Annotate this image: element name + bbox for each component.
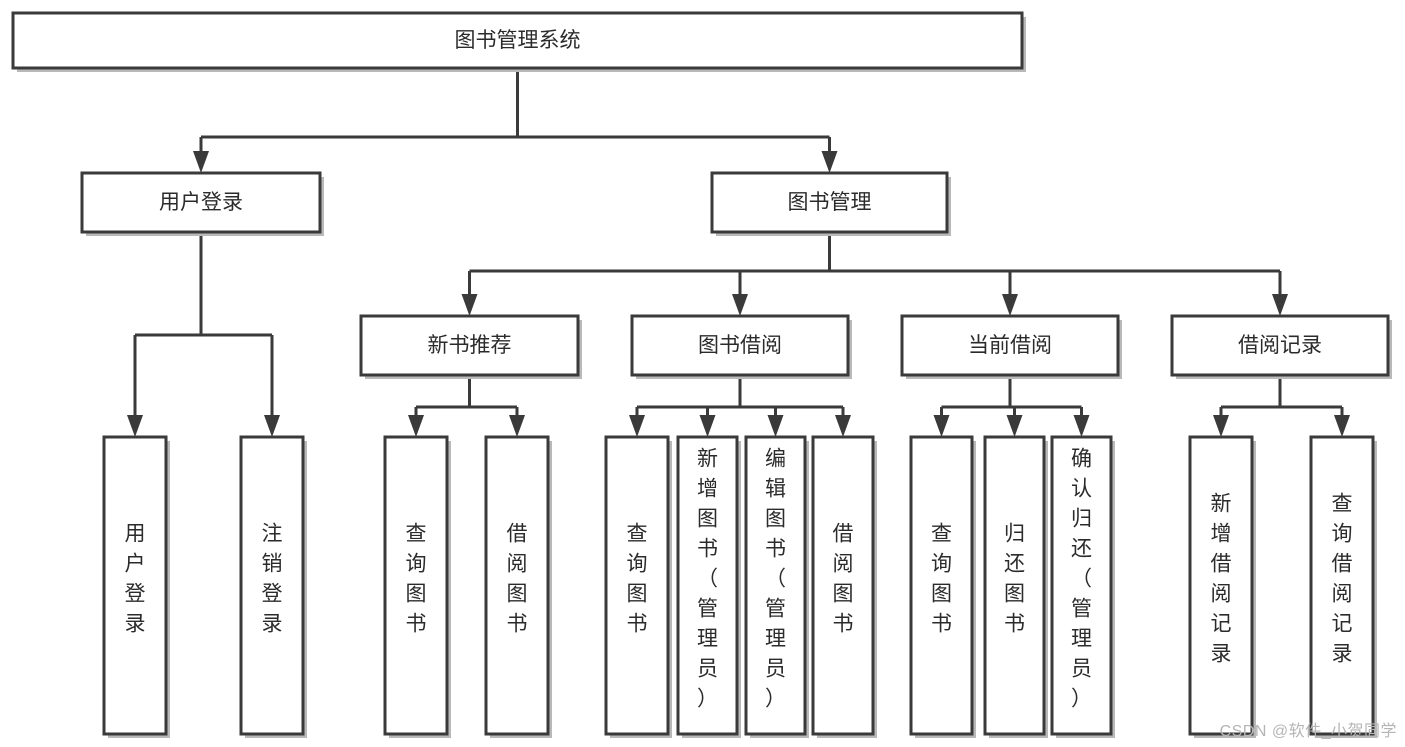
node-leaf-add-book[interactable]: 新增图书（管理员）	[676, 435, 741, 738]
arrow-head-icon	[1272, 294, 1288, 316]
node-label: 查询图书	[931, 523, 952, 636]
connector-group-new-book-rec	[408, 375, 525, 437]
node-box[interactable]	[239, 435, 305, 736]
node-borrow-record[interactable]: 借阅记录	[1170, 314, 1392, 379]
node-box[interactable]	[359, 314, 580, 377]
node-label: 用户登录	[159, 191, 243, 214]
connector-group-book-borrow	[629, 375, 851, 437]
node-box[interactable]	[1309, 435, 1375, 736]
node-leaf-query-record[interactable]: 查询借阅记录	[1309, 435, 1377, 738]
node-box[interactable]	[676, 435, 739, 736]
arrow-head-icon	[732, 294, 748, 316]
node-leaf-query-book-3[interactable]: 查询图书	[909, 435, 976, 738]
connector-group-root	[193, 68, 838, 173]
node-label: 图书管理	[788, 191, 872, 214]
arrow-head-icon	[408, 415, 424, 437]
node-leaf-logout[interactable]: 注销登录	[239, 435, 307, 738]
node-leaf-user-login[interactable]: 用户登录	[102, 435, 170, 738]
node-label: 注销登录	[262, 523, 283, 636]
arrow-head-icon	[1073, 415, 1090, 437]
node-box[interactable]	[604, 435, 670, 736]
node-leaf-confirm-return[interactable]: 确认归还（管理员）	[1050, 435, 1115, 738]
arrow-head-icon	[933, 415, 950, 437]
node-label: 查询借阅记录	[1332, 493, 1353, 666]
node-label: 借阅图书	[833, 523, 854, 636]
arrow-head-icon	[835, 415, 851, 437]
arrow-head-icon	[264, 415, 280, 437]
node-box[interactable]	[1170, 314, 1390, 377]
arrow-head-icon	[1002, 294, 1018, 316]
arrow-head-icon	[1213, 415, 1229, 437]
node-box[interactable]	[102, 435, 168, 736]
node-label: 查询图书	[406, 523, 427, 636]
node-box[interactable]	[11, 11, 1024, 70]
node-box[interactable]	[1188, 435, 1254, 736]
node-new-book-rec[interactable]: 新书推荐	[359, 314, 582, 379]
node-leaf-query-book-2[interactable]: 查询图书	[604, 435, 672, 738]
node-box[interactable]	[710, 171, 949, 234]
node-layer: 图书管理系统用户登录图书管理新书推荐图书借阅当前借阅借阅记录用户登录注销登录查询…	[11, 11, 1392, 738]
connector-layer	[127, 68, 1350, 437]
arrow-head-icon	[699, 415, 716, 437]
node-label: 确认归还（管理员）	[1071, 448, 1092, 711]
arrow-head-icon	[821, 151, 838, 173]
node-label: 新增借阅记录	[1211, 493, 1232, 666]
node-box[interactable]	[744, 435, 807, 736]
node-label: 新增图书（管理员）	[697, 448, 718, 711]
node-label: 归还图书	[1004, 523, 1025, 636]
connector-group-user-login	[127, 232, 280, 437]
node-box[interactable]	[80, 171, 322, 234]
node-label: 用户登录	[125, 523, 146, 636]
node-box[interactable]	[1050, 435, 1113, 736]
arrow-head-icon	[629, 415, 645, 437]
node-leaf-borrow-book-1[interactable]: 借阅图书	[484, 435, 552, 738]
arrow-head-icon	[509, 415, 525, 437]
connector-group-book-manage	[461, 232, 1288, 316]
arrow-head-icon	[193, 151, 209, 173]
connector-group-borrow-record	[1213, 375, 1350, 437]
node-label: 查询图书	[627, 523, 648, 636]
node-label: 图书借阅	[698, 334, 782, 357]
arrow-head-icon	[1334, 415, 1350, 437]
connector-group-current-borrow	[933, 375, 1090, 437]
node-book-manage[interactable]: 图书管理	[710, 171, 951, 236]
arrow-head-icon	[1006, 415, 1023, 437]
node-leaf-edit-book[interactable]: 编辑图书（管理员）	[744, 435, 809, 738]
node-box[interactable]	[909, 435, 974, 736]
node-leaf-return-book[interactable]: 归还图书	[983, 435, 1048, 738]
node-label: 借阅图书	[507, 523, 528, 636]
node-user-login[interactable]: 用户登录	[80, 171, 324, 236]
node-box[interactable]	[383, 435, 449, 736]
node-leaf-add-record[interactable]: 新增借阅记录	[1188, 435, 1256, 738]
node-box[interactable]	[900, 314, 1120, 377]
node-label: 借阅记录	[1238, 334, 1322, 357]
node-book-borrow[interactable]: 图书借阅	[630, 314, 852, 379]
node-leaf-query-book-1[interactable]: 查询图书	[383, 435, 451, 738]
node-box[interactable]	[484, 435, 550, 736]
node-label: 新书推荐	[428, 334, 512, 357]
node-current-borrow[interactable]: 当前借阅	[900, 314, 1122, 379]
node-leaf-borrow-book-2[interactable]: 借阅图书	[811, 435, 877, 738]
csdn-watermark: CSDN @软件_小贺同学	[1219, 723, 1397, 740]
node-box[interactable]	[630, 314, 850, 377]
arrow-head-icon	[127, 415, 143, 437]
node-label: 图书管理系统	[455, 29, 581, 52]
node-box[interactable]	[811, 435, 875, 736]
node-box[interactable]	[983, 435, 1046, 736]
node-label: 编辑图书（管理员）	[765, 448, 786, 711]
node-label: 当前借阅	[968, 334, 1052, 357]
arrow-head-icon	[461, 294, 478, 316]
node-root[interactable]: 图书管理系统	[11, 11, 1026, 72]
arrow-head-icon	[767, 415, 784, 437]
